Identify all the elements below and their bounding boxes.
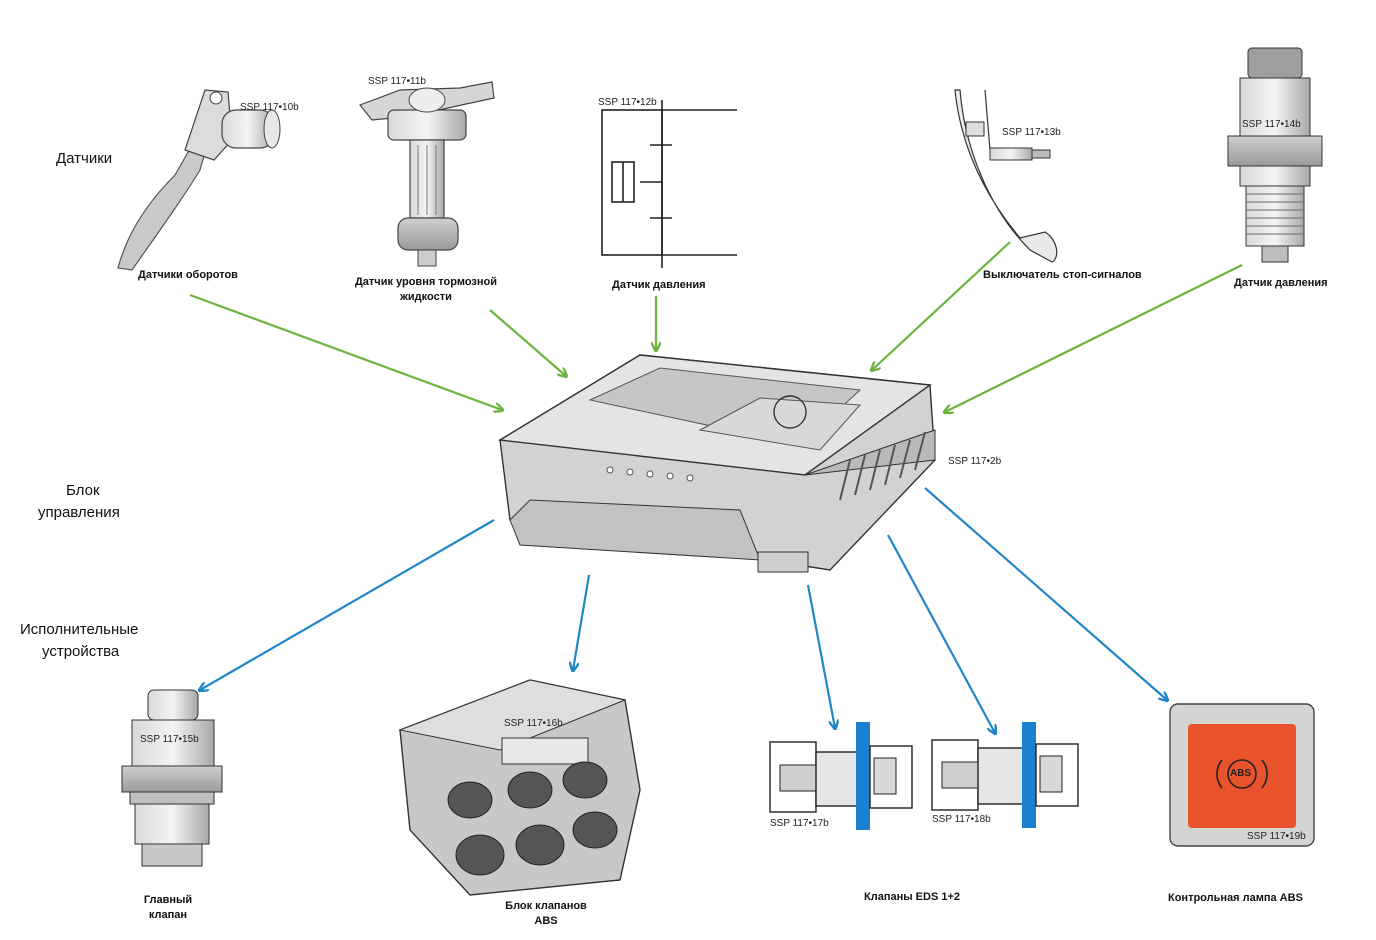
caption-abs-valve-block-line1: Блок клапанов <box>505 900 587 912</box>
abs-lamp-text: ABS <box>1230 768 1252 779</box>
eds-valve-1-icon <box>769 722 913 830</box>
output-arrows <box>200 487 1167 733</box>
caption-fluid-level-line1: Датчик уровня тормозной <box>354 276 498 288</box>
caption-pressure-sensor-2: Датчик давления <box>1234 277 1328 289</box>
section-control-unit-line2: управления <box>38 504 120 521</box>
caption-eds-valves: Клапаны EDS 1+2 <box>864 891 961 903</box>
ssp-label-abs-valve-block: SSP 117•16b <box>504 718 563 729</box>
section-actuators-line1: Исполнительные <box>20 621 139 638</box>
speed-sensor-icon <box>117 89 281 271</box>
input-arrows <box>189 241 1243 412</box>
ssp-label-eds-valve-2: SSP 117•18b <box>932 814 991 825</box>
caption-main-valve: Главный клапан <box>128 893 208 923</box>
pressure-sensor-icon <box>1227 47 1323 263</box>
ssp-label-main-valve: SSP 117•15b <box>140 734 199 745</box>
eds-valve-2-icon <box>931 722 1079 828</box>
caption-abs-valve-block-line2: ABS <box>534 915 558 927</box>
caption-main-valve-line2: клапан <box>148 909 188 921</box>
caption-pressure-sensor-1: Датчик давления <box>612 279 706 291</box>
ssp-label-brake-switch: SSP 117•13b <box>1002 127 1061 138</box>
ssp-label-pressure-sensor-2: SSP 117•14b <box>1242 119 1301 130</box>
caption-speed-sensor: Датчики оборотов <box>138 269 238 281</box>
abs-valve-block-icon <box>398 679 641 896</box>
ssp-label-control-unit: SSP 117•2b <box>948 456 1002 467</box>
section-actuators-line2: устройства <box>42 643 120 660</box>
caption-abs-lamp: Контрольная лампа ABS <box>1168 892 1303 904</box>
ssp-label-pressure-sensor-1: SSP 117•12b <box>598 97 657 108</box>
control-unit-icon <box>497 354 936 573</box>
pressure-sensor-schematic-icon <box>601 100 737 268</box>
ssp-label-fluid-level-sensor: SSP 117•11b <box>368 76 426 87</box>
ssp-label-abs-lamp: SSP 117•19b <box>1247 831 1306 842</box>
ssp-label-eds-valve-1: SSP 117•17b <box>770 818 829 829</box>
section-control-unit-line1: Блок <box>66 482 100 499</box>
fluid-level-sensor-icon <box>359 81 495 267</box>
brake-light-switch-icon <box>954 89 1058 263</box>
abs-warning-lamp-icon <box>1169 703 1315 847</box>
ssp-label-speed-sensor: SSP 117•10b <box>240 102 299 113</box>
section-sensors: Датчики <box>56 150 113 167</box>
caption-fluid-level-line2: жидкости <box>400 291 452 303</box>
caption-brake-switch: Выключатель стоп-сигналов <box>983 269 1142 281</box>
caption-main-valve-line1: Главный <box>143 894 193 906</box>
caption-fluid-level-sensor: Датчик уровня тормозной жидкости <box>346 275 506 305</box>
main-valve-icon <box>121 689 223 867</box>
caption-abs-valve-block: Блок клапанов ABS <box>496 899 596 929</box>
